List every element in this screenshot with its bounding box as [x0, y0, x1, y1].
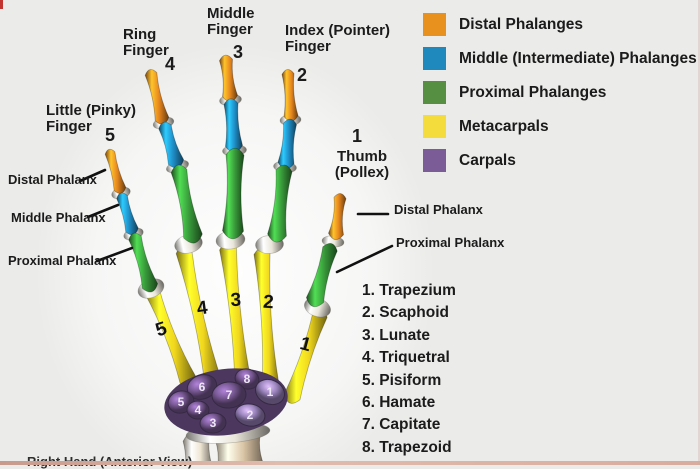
carpals-swatch	[423, 149, 446, 172]
index-middle-phalanx-bone	[277, 118, 297, 170]
ring-middle-phalanx-bone	[158, 121, 185, 169]
leader-line-3	[95, 246, 134, 263]
middle-finger-number: 3	[233, 42, 244, 62]
right-distal-phalanx-label: Distal Phalanx	[394, 202, 483, 217]
ring-proximal-phalanx-bone	[170, 164, 203, 244]
list-item: 2. Scaphoid	[362, 304, 449, 322]
carpal-bone-2	[234, 403, 266, 427]
proximal-phalanges-swatch	[423, 81, 446, 104]
metacarpal-number-3: 3	[230, 290, 241, 311]
carpal-number-1: 1	[267, 385, 274, 399]
thumb-label: Thumb (Pollex)	[334, 148, 390, 181]
index-finger-number: 2	[297, 65, 308, 85]
carpal-number-6: 6	[199, 380, 206, 394]
carpal-bone-list: 1. Trapezium 2. Scaphoid 3. Lunate 4. Tr…	[362, 280, 456, 459]
leader-line-2	[86, 203, 120, 219]
middle-proximal-phalanx-bone	[222, 147, 245, 240]
ring-finger-label: Ring Finger	[123, 26, 169, 59]
carpal-bone-4	[186, 400, 210, 420]
list-item: 3. Lunate	[362, 326, 431, 344]
carpal-number-8: 8	[244, 372, 251, 386]
carpal-number-3: 3	[210, 416, 217, 430]
carpal-bone-7	[211, 381, 247, 409]
metacarpals-swatch	[423, 115, 446, 138]
left-proximal-phalanx-label: Proximal Phalanx	[8, 253, 117, 268]
carpal-number-4: 4	[195, 403, 202, 417]
ring-distal-phalanx-bone	[144, 69, 170, 125]
little-middle-phalanx-bone	[116, 192, 139, 236]
thumb-number: 1	[352, 126, 363, 146]
left-distal-phalanx-label: Distal Phalanx	[8, 172, 97, 187]
little-finger-label: Little (Pinky) Finger	[46, 102, 137, 135]
legend-row-proximal-phalanges: Proximal Phalanges	[423, 81, 697, 104]
legend-row-carpals: Carpals	[423, 149, 697, 172]
list-item: 7. Capitate	[362, 416, 441, 434]
list-item: 4. Triquetral	[362, 349, 450, 367]
middle-phalanges-swatch	[423, 47, 446, 70]
index-finger-label: Index (Pointer) Finger	[285, 22, 391, 55]
left-middle-phalanx-label: Middle Phalanx	[11, 210, 106, 225]
ring-finger-number: 4	[165, 54, 176, 74]
thumb-proximal-phalanx-bone	[305, 243, 338, 308]
carpal-number-7: 7	[226, 388, 233, 402]
legend-row-distal-phalanges: Distal Phalanges	[423, 13, 697, 36]
left-edge-artifact	[0, 0, 3, 9]
carpal-bone-1	[254, 378, 286, 406]
list-item: 6. Hamate	[362, 394, 436, 412]
list-item: 8. Trapezoid	[362, 438, 452, 456]
distal-phalanges-swatch	[423, 13, 446, 36]
thumb-distal-phalanx-bone	[328, 193, 347, 240]
index-proximal-phalanx-bone	[267, 164, 293, 243]
middle-finger-label: Middle Finger	[207, 5, 255, 38]
leader-line-1	[78, 168, 107, 183]
middle-middle-phalanx-bone	[223, 98, 243, 153]
carpal-bone-3	[199, 412, 227, 434]
metacarpal-number-2: 2	[262, 292, 274, 314]
index-distal-phalanx-bone	[281, 69, 299, 122]
right-proximal-phalanx-label: Proximal Phalanx	[396, 235, 505, 250]
list-item: 5. Pisiform	[362, 371, 442, 389]
legend-row-metacarpals: Metacarpals	[423, 115, 697, 138]
leader-line-5	[335, 244, 394, 274]
middle-distal-phalanx-bone	[219, 54, 238, 102]
bottom-edge-artifact	[0, 461, 700, 465]
little-proximal-phalanx-bone	[128, 232, 159, 293]
right-edge-artifact	[698, 0, 700, 465]
little-distal-phalanx-bone	[104, 148, 127, 194]
little-finger-number: 5	[105, 125, 116, 145]
carpal-number-5: 5	[178, 395, 185, 409]
legend-row-middle-phalanges: Middle (Intermediate) Phalanges	[423, 47, 697, 70]
carpal-number-2: 2	[247, 408, 254, 422]
metacarpal-number-4: 4	[196, 297, 210, 319]
legend: Distal Phalanges Middle (Intermediate) P…	[423, 13, 697, 172]
list-item: 1. Trapezium	[362, 282, 456, 299]
